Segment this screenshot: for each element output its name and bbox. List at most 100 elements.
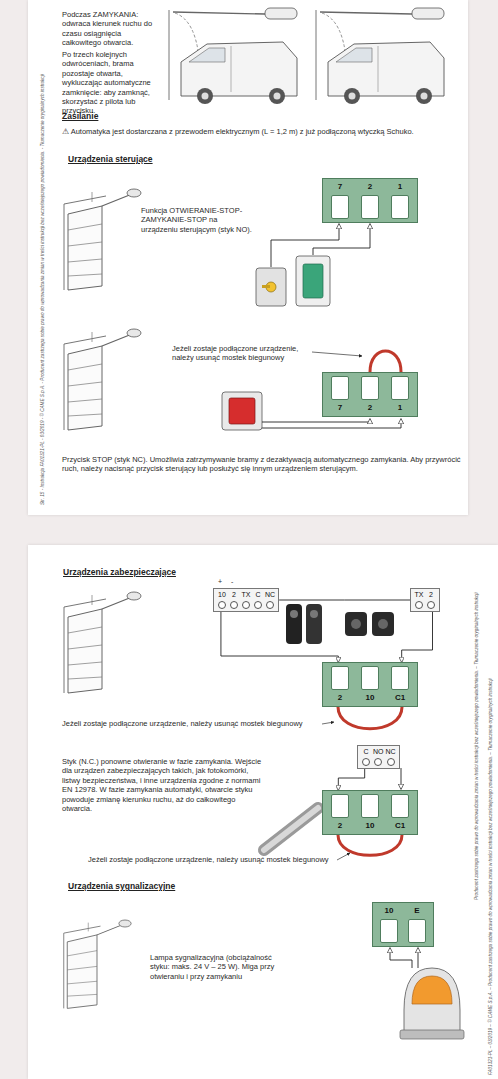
screw-hole (387, 758, 395, 766)
callout-note: Jeżeli zostaje podłączone urządzenie, na… (88, 855, 338, 864)
screw-slot (331, 195, 349, 219)
terminal-number: 10 (366, 821, 375, 831)
terminal-number: NC (265, 591, 275, 599)
screw-hole (230, 601, 238, 609)
screw-slot (391, 666, 409, 690)
screw-slot (331, 794, 349, 818)
terminal-cell: 1 (385, 376, 415, 413)
terminal-cell: NO (373, 748, 384, 766)
terminal-cell: 2 (426, 591, 436, 609)
body-text: Styk (N.C.) ponowne otwieranie w fazie z… (62, 757, 267, 813)
terminal-number: 10 (218, 591, 226, 599)
terminal-cell: C1 (385, 666, 415, 703)
body-text: Przycisk STOP (styk NC). Umożliwia zatrz… (62, 455, 462, 474)
terminal-block: 7 2 1 (322, 372, 418, 417)
screw-slot (391, 195, 409, 219)
wire-connector (402, 612, 433, 662)
terminal-number: 2 (338, 693, 342, 703)
terminal-cell: TX (414, 591, 424, 609)
terminal-cell: 2 (325, 666, 355, 703)
screw-slot (361, 666, 379, 690)
screw-slot (361, 195, 379, 219)
terminal-cell: NC (386, 748, 396, 766)
terminal-cell: C1 (385, 794, 415, 831)
terminal-block: 2 10 C1 (322, 790, 418, 835)
terminal-strip: 10 2 TX C NC (213, 588, 279, 612)
terminal-block: 2 10 C1 (322, 662, 418, 707)
terminal-number: 2 (368, 403, 372, 413)
side-note: FA01321-PL – 03/2019 – © CAME S.p.A. – P… (488, 679, 494, 1075)
warning-note: ⚠ Automatyka jest dostarczana z przewode… (62, 127, 462, 136)
screw-hole (427, 601, 435, 609)
terminal-cell: 2 (229, 591, 239, 609)
screw-hole (362, 758, 370, 766)
terminal-strip: C NONC (357, 745, 400, 769)
terminal-cell: 2 (355, 182, 385, 219)
terminal-number: NC (386, 748, 396, 756)
screw-hole (242, 601, 250, 609)
screw-slot (408, 919, 426, 943)
wire-connector (338, 769, 364, 790)
terminal-block: 10 E (372, 902, 434, 947)
screw-slot (331, 376, 349, 400)
terminal-cell: 10 (355, 666, 385, 703)
terminal-cell: 2 (325, 794, 355, 831)
terminal-cell: 10 (375, 906, 403, 943)
terminal-number: 2 (429, 591, 433, 599)
side-note: Str. 15 - Instrukcja FA01321-PL - 03/201… (40, 74, 46, 505)
section-heading: Zasilanie (62, 112, 98, 121)
callout-note: Jeżeli zostaje podłączone urządzenie, na… (62, 719, 320, 728)
terminal-cell: 10 (217, 591, 227, 609)
terminal-strip: TX 2 (410, 588, 440, 612)
screw-slot (361, 794, 379, 818)
terminal-cell: 7 (325, 182, 355, 219)
terminal-cell: NC (265, 591, 275, 609)
terminal-number: NO (373, 748, 384, 756)
section-heading: Urządzenia sterujące (68, 155, 153, 164)
terminal-number: TX (415, 591, 424, 599)
terminal-number: C (363, 748, 368, 756)
wire-connector (279, 600, 410, 601)
body-text: Lampa sygnalizacyjna (obciążalność styku… (150, 953, 280, 981)
terminal-cell: 2 (355, 376, 385, 413)
screw-hole (266, 601, 274, 609)
terminal-number: 7 (338, 403, 342, 413)
screw-hole (254, 601, 262, 609)
wire-connector (221, 612, 338, 662)
terminal-block: 7 2 1 (322, 178, 418, 223)
body-text: Podczas ZAMYKANIA: odwraca kierunek ruch… (62, 10, 158, 48)
terminal-number: TX (242, 591, 251, 599)
terminal-number: C1 (395, 693, 405, 703)
terminal-cell: 1 (385, 182, 415, 219)
screw-hole (374, 758, 382, 766)
terminal-number: 10 (366, 693, 375, 703)
terminal-cell: 10 (355, 794, 385, 831)
terminal-number: 2 (368, 182, 372, 192)
terminal-cell: E (403, 906, 431, 943)
callout-note: Jeżeli zostaje podłączone urządzenie, na… (172, 344, 310, 363)
terminal-number: 2 (338, 821, 342, 831)
screw-slot (391, 376, 409, 400)
terminal-number: 7 (338, 182, 342, 192)
polarity-label: + (218, 577, 222, 586)
section-heading: Urządzenia zabezpieczające (63, 568, 176, 577)
terminal-cell: 7 (325, 376, 355, 413)
body-text: Po trzech kolejnych odwróceniach, brama … (62, 50, 158, 116)
screw-hole (218, 601, 226, 609)
screw-slot (391, 794, 409, 818)
screw-hole (415, 601, 423, 609)
terminal-number: 10 (385, 906, 394, 916)
section-heading: Urządzenia sygnalizacyjne (68, 882, 175, 891)
screw-slot (361, 376, 379, 400)
screw-slot (331, 666, 349, 690)
terminal-cell: C (361, 748, 371, 766)
terminal-number: E (414, 906, 419, 916)
body-text: Funkcja OTWIERANIE-STOP-ZAMYKANIE-STOP n… (141, 206, 253, 234)
terminal-cell: TX (241, 591, 251, 609)
side-note: Producent zastrzega sobie prawo do wprow… (474, 593, 480, 900)
terminal-number: C (255, 591, 260, 599)
screw-slot (380, 919, 398, 943)
terminal-number: C1 (395, 821, 405, 831)
terminal-number: 2 (232, 591, 236, 599)
